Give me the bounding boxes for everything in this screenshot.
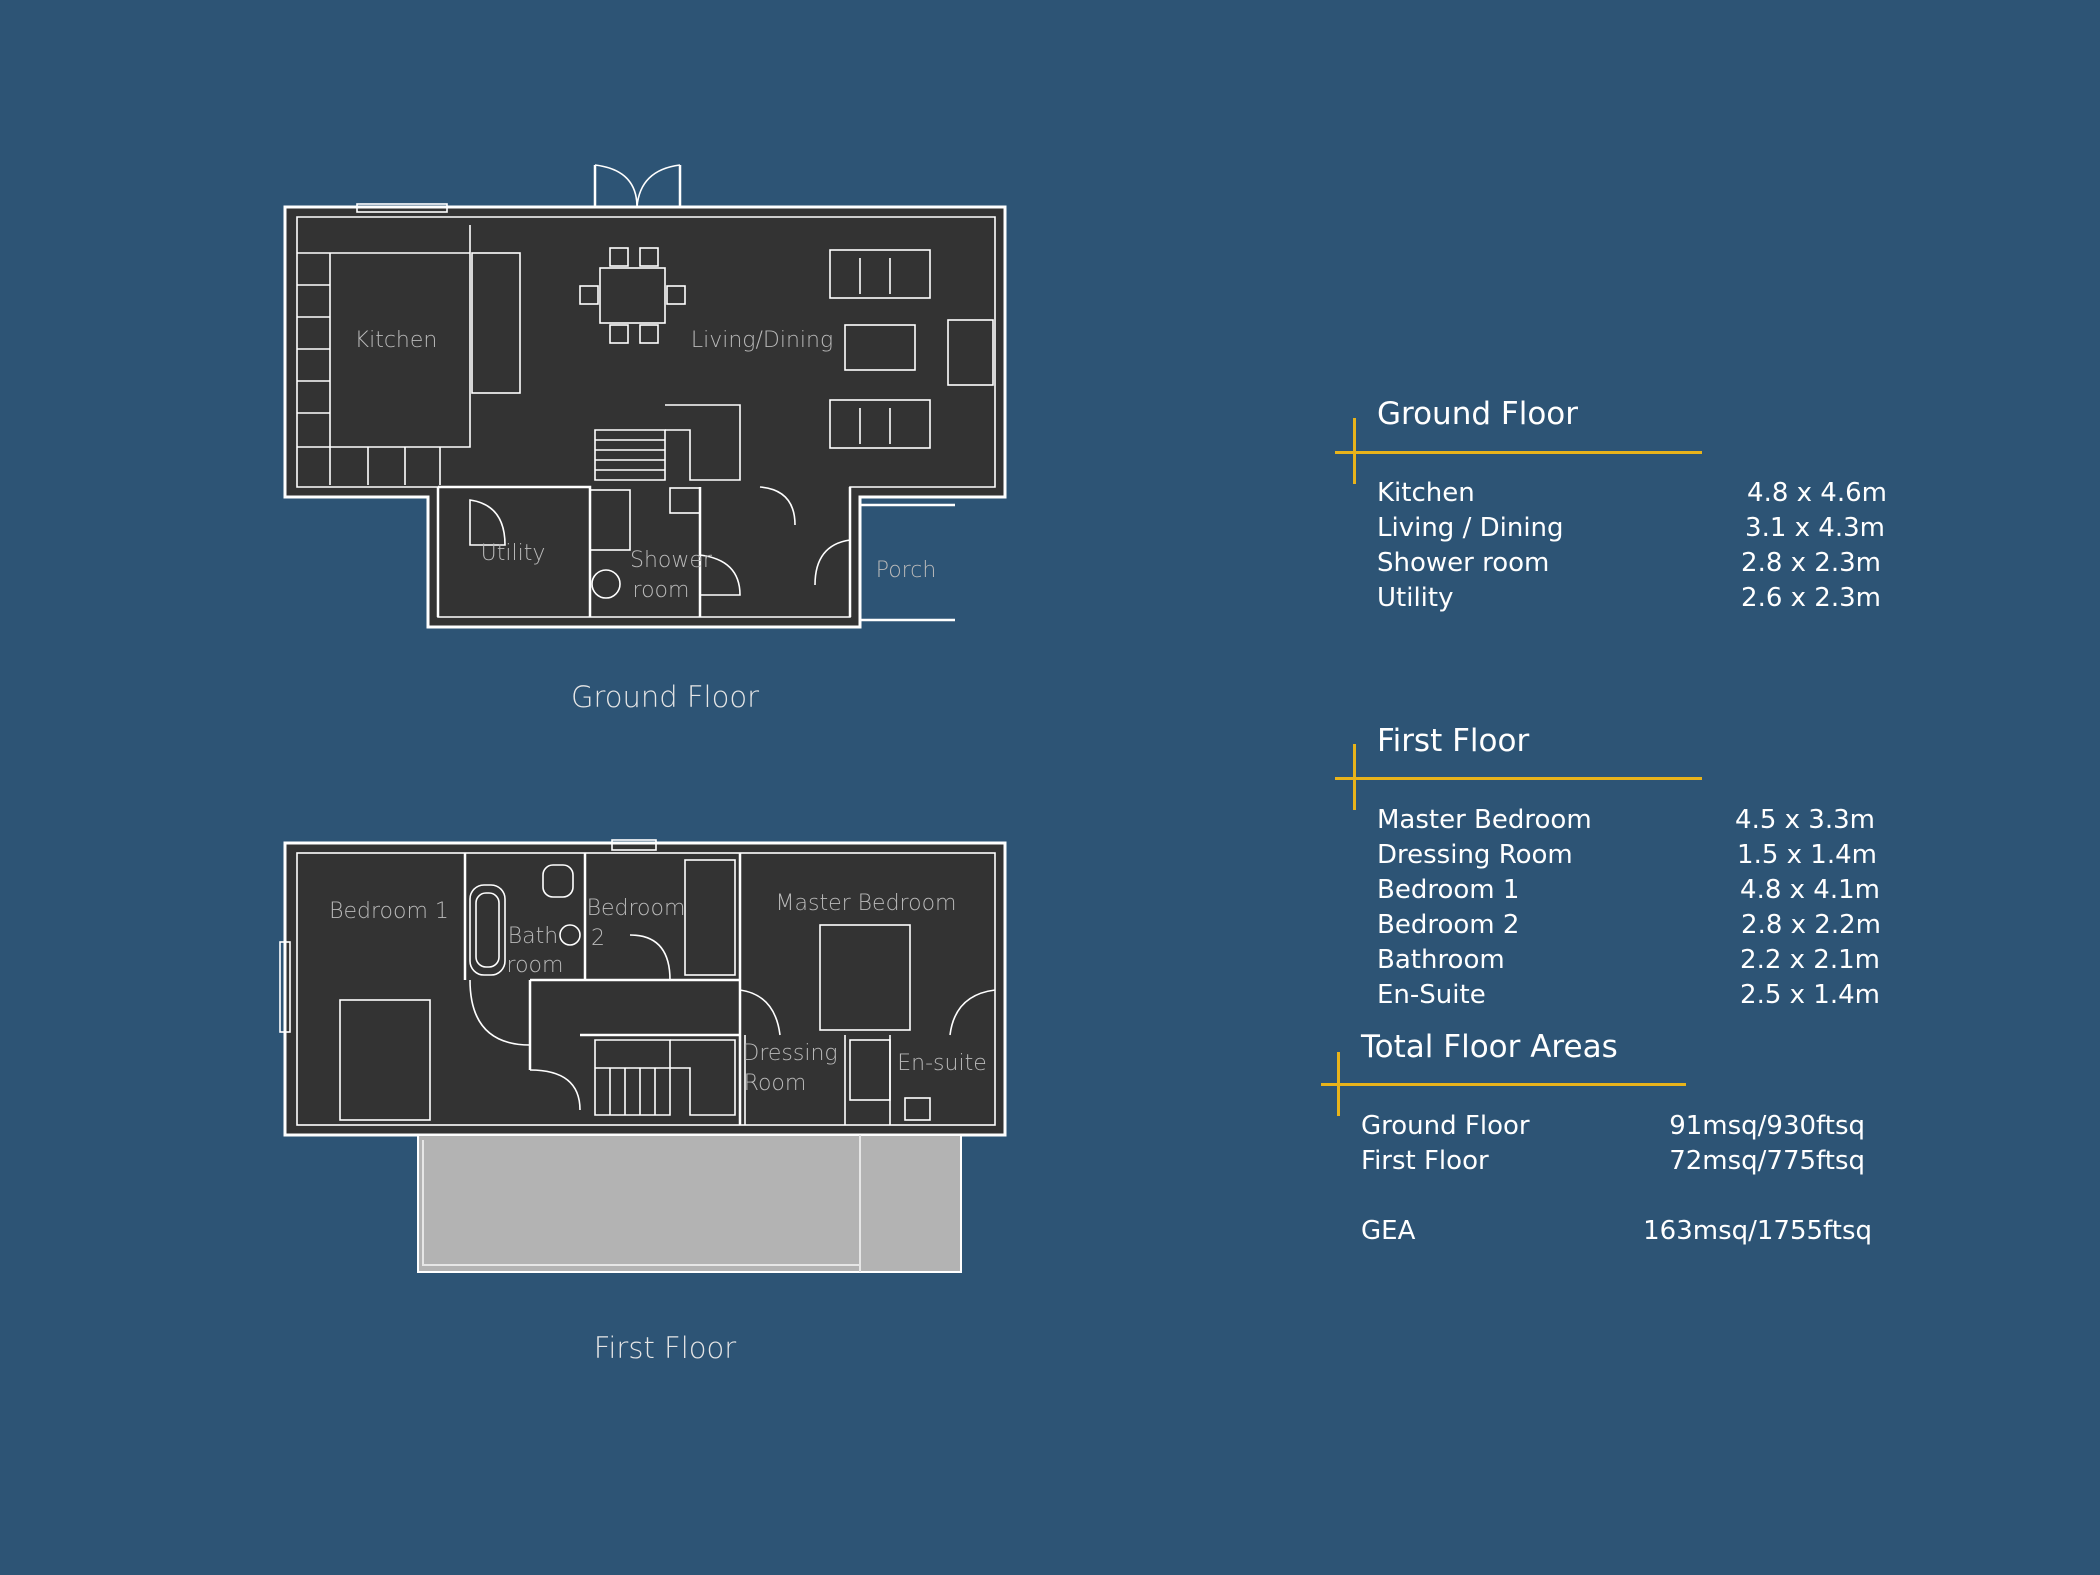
- total-floor-areas-heading: Total Floor Areas: [1361, 1029, 1618, 1065]
- schedule-room-label: Dressing Room: [1377, 840, 1573, 870]
- first-floor-plan: Bedroom 1 Bath room Bedroom 2 Master Bed…: [279, 839, 1007, 1365]
- room-label-bath: Bath: [508, 924, 558, 949]
- room-label-porch: Porch: [876, 558, 937, 583]
- schedule-room-label: Bedroom 2: [1377, 910, 1520, 940]
- total-area-value: 91msq/930ftsq: [1669, 1111, 1865, 1141]
- room-label-bathroom-room: room: [507, 953, 564, 978]
- total-area-label: Ground Floor: [1361, 1111, 1530, 1141]
- total-area-label: GEA: [1361, 1216, 1416, 1246]
- schedule-room-label: Kitchen: [1377, 478, 1475, 508]
- ground-floor-rule-tick: [1353, 418, 1356, 484]
- schedule-room-size: 4.5 x 3.3m: [1735, 805, 1875, 835]
- schedule-room-size: 4.8 x 4.1m: [1740, 875, 1880, 905]
- schedule-room-size: 3.1 x 4.3m: [1745, 513, 1885, 543]
- total-area-value: 163msq/1755ftsq: [1643, 1216, 1872, 1246]
- schedule-room-label: Master Bedroom: [1377, 805, 1592, 835]
- schedule-room-size: 2.8 x 2.2m: [1741, 910, 1881, 940]
- room-label-shower: Shower: [630, 548, 713, 573]
- ground-floor-caption: Ground Floor: [571, 680, 759, 714]
- room-label-living-dining: Living/Dining: [691, 328, 833, 353]
- total-area-value: 72msq/775ftsq: [1669, 1146, 1865, 1176]
- ground-floor-rule: [1335, 451, 1702, 454]
- schedule-room-size: 2.2 x 2.1m: [1740, 945, 1880, 975]
- ground-floor-heading: Ground Floor: [1377, 396, 1579, 432]
- first-floor-rule-tick: [1353, 744, 1356, 810]
- schedule-room-size: 4.8 x 4.6m: [1747, 478, 1887, 508]
- room-label-bedroom-1: Bedroom 1: [329, 899, 449, 924]
- schedule-room-label: Shower room: [1377, 548, 1550, 578]
- ground-floor-plan: Kitchen Living/Dining Utility Shower roo…: [283, 164, 1007, 714]
- schedule-room-label: Living / Dining: [1377, 513, 1564, 543]
- schedule-room-label: Bathroom: [1377, 945, 1505, 975]
- schedule-room-size: 1.5 x 1.4m: [1737, 840, 1877, 870]
- room-label-kitchen: Kitchen: [355, 328, 438, 353]
- schedule-room-label: Utility: [1377, 583, 1454, 613]
- total-floor-areas-rule: [1321, 1083, 1686, 1086]
- schedule-room-label: Bedroom 1: [1377, 875, 1520, 905]
- first-floor-caption: First Floor: [594, 1331, 736, 1365]
- room-label-bedroom-2: Bedroom: [587, 896, 686, 921]
- room-label-bedroom-2-number: 2: [591, 926, 605, 951]
- total-area-label: First Floor: [1361, 1146, 1489, 1176]
- room-label-en-suite: En-suite: [897, 1051, 986, 1076]
- schedule-room-size: 2.6 x 2.3m: [1741, 583, 1881, 613]
- room-label-shower-room: room: [633, 578, 690, 603]
- first-floor-rule: [1335, 777, 1702, 780]
- room-label-master-bedroom: Master Bedroom: [776, 891, 957, 916]
- schedule-room-size: 2.8 x 2.3m: [1741, 548, 1881, 578]
- first-floor-heading: First Floor: [1377, 723, 1530, 759]
- room-label-dressing: Dressing: [742, 1041, 837, 1066]
- room-label-utility: Utility: [481, 541, 546, 566]
- total-floor-areas-rule-tick: [1337, 1052, 1340, 1116]
- schedule-room-size: 2.5 x 1.4m: [1740, 980, 1880, 1010]
- schedule-room-label: En-Suite: [1377, 980, 1486, 1010]
- room-label-dressing-room: Room: [744, 1071, 807, 1096]
